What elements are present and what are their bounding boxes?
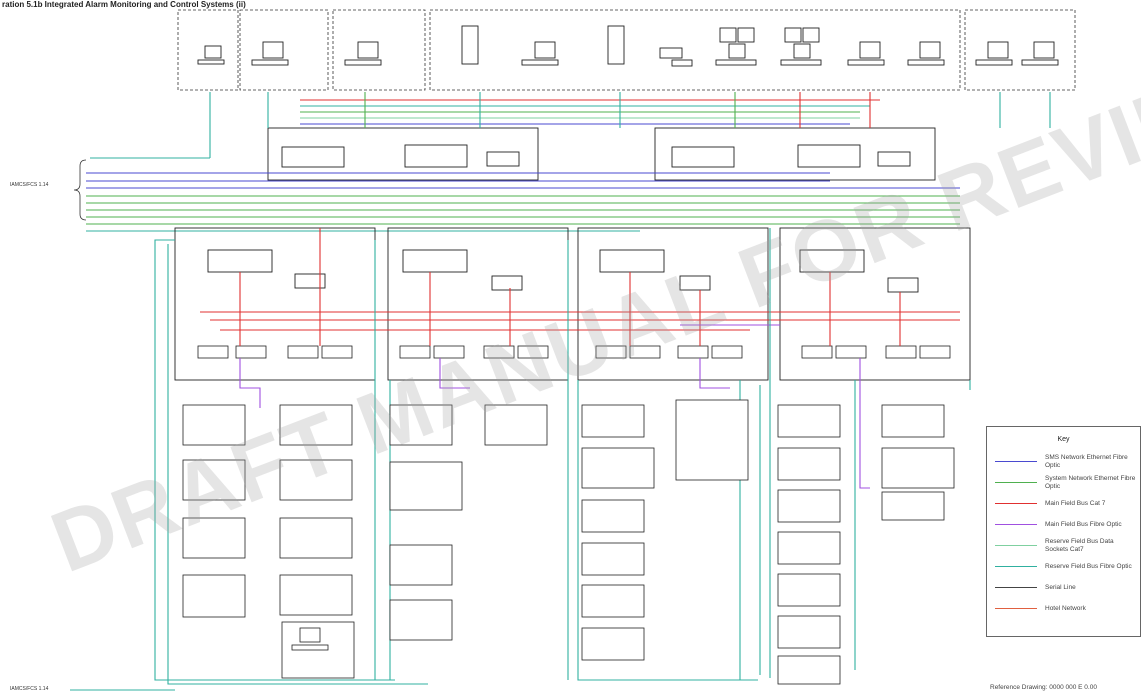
switch-1 (281, 146, 345, 168)
serial-box-2 (877, 151, 911, 167)
key-label: Hotel Network (1045, 604, 1086, 612)
workstation-icons (197, 25, 1059, 67)
figure-title: ration 5.1b Integrated Alarm Monitoring … (2, 0, 246, 9)
key-swatch (995, 503, 1037, 504)
switch-2 (404, 144, 468, 168)
key-row: Main Field Bus Cat 7 (987, 493, 1140, 514)
top-stations (177, 9, 1076, 91)
key-row: Serial Line (987, 577, 1140, 598)
key-swatch (995, 545, 1037, 546)
zone-3-serial (679, 275, 711, 291)
main-fibre-bus-lines (239, 324, 870, 489)
workstation-3 (344, 41, 382, 66)
key-row: Reserve Field Bus Fibre Optic (987, 556, 1140, 577)
zone-4 (779, 227, 971, 381)
main-field-bus-lines (200, 228, 960, 346)
switch-area (267, 127, 539, 181)
zone-2-serial (491, 275, 523, 291)
zone-2-main (402, 249, 468, 273)
key-swatch (995, 524, 1037, 525)
field-cabinets-col-3 (581, 399, 749, 661)
key-swatch (995, 587, 1037, 588)
key-row: Main Field Bus Fibre Optic (987, 514, 1140, 535)
key-label: SMS Network Ethernet Fibre Optic (1045, 453, 1128, 469)
key-swatch (995, 461, 1037, 462)
key-title: Key (1057, 436, 1070, 443)
field-cabinets-col-2 (389, 404, 548, 641)
external-ref-upper: IAMCS/FCS 1.14 (10, 182, 49, 188)
key-label: Main Field Bus Fibre Optic (1045, 520, 1122, 528)
backbone-lines (86, 92, 1051, 232)
workstation-13 (1021, 41, 1059, 66)
workstation-6 (607, 25, 625, 65)
key-label: Reserve Field Bus Data Sockets Cat7 (1045, 537, 1114, 553)
zone-1-serial (294, 273, 326, 289)
switch-row (267, 127, 936, 181)
central-console (281, 621, 355, 679)
switch-area-2 (654, 127, 936, 181)
workstation-9 (780, 27, 822, 66)
reserve-fibre-lines (154, 228, 971, 685)
zone-3 (577, 227, 769, 381)
key-row: System Network Ethernet Fibre Optic (987, 472, 1140, 493)
workstation-8 (715, 27, 757, 66)
zone-1-main (207, 249, 273, 273)
workstation-2 (251, 41, 289, 66)
station-group-1 (177, 9, 239, 91)
key-swatch (995, 482, 1037, 483)
zone-3-main (599, 249, 665, 273)
left-bracket (73, 159, 87, 221)
workstation-10 (847, 41, 885, 66)
station-group-4 (429, 9, 961, 91)
serial-box-1 (486, 151, 520, 167)
external-ref-lower: IAMCS/FCS 1.14 (10, 686, 49, 692)
field-cabinets-col-4 (777, 404, 955, 685)
key-swatch (995, 608, 1037, 609)
key-label: Serial Line (1045, 583, 1076, 591)
key-label: Main Field Bus Cat 7 (1045, 499, 1106, 507)
workstation-12 (975, 41, 1013, 66)
switch-3 (671, 146, 735, 168)
key-row: SMS Network Ethernet Fibre Optic (987, 451, 1140, 472)
key-row: Reserve Field Bus Data Sockets Cat7 (987, 535, 1140, 556)
reference-drawing: Reference Drawing: 0000 000 E 0.00 (990, 684, 1097, 691)
field-cabinets-col-1 (182, 404, 353, 618)
workstation-5 (521, 41, 559, 66)
key-swatch (995, 566, 1037, 567)
workstation-4 (461, 25, 479, 65)
key-label: System Network Ethernet Fibre Optic (1045, 474, 1136, 490)
station-group-2 (239, 9, 329, 91)
workstation-1 (197, 45, 225, 65)
station-group-3 (332, 9, 426, 91)
workstation-11 (907, 41, 945, 66)
zone-4-main (799, 249, 865, 273)
zone-4-serial (887, 277, 919, 293)
zone-field-boxes (197, 345, 951, 359)
key-row: Hotel Network (987, 598, 1140, 619)
workstation-7 (659, 47, 693, 67)
switch-4 (797, 144, 861, 168)
station-group-5 (964, 9, 1076, 91)
key-label: Reserve Field Bus Fibre Optic (1045, 562, 1132, 570)
